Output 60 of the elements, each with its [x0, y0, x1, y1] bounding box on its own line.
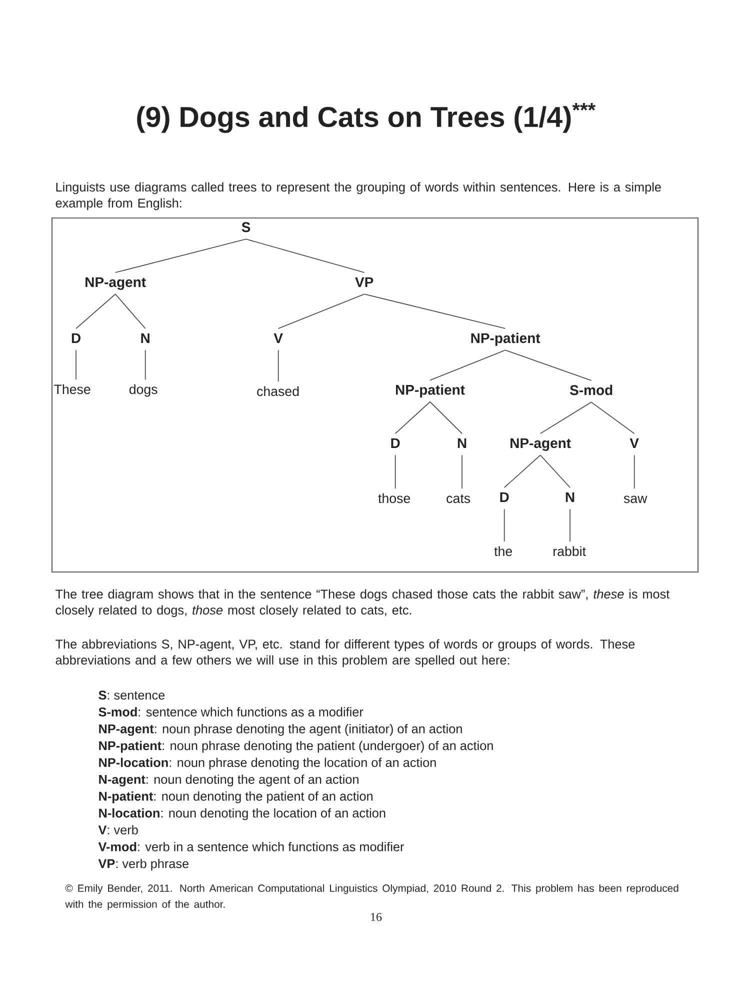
category-label: D	[72, 333, 80, 343]
category-label: NP-patient	[396, 384, 465, 398]
definition-item: V: verb	[98, 825, 138, 834]
tree-branch	[394, 454, 396, 489]
tree-branch	[278, 350, 279, 382]
category-label: NP-patient	[471, 332, 540, 346]
category-label: NP-agent	[510, 438, 571, 451]
word-label: cats	[446, 494, 470, 504]
word-label: saw	[624, 496, 648, 504]
definition-item: NP-location: noun phrase denoting the location of an action	[99, 758, 436, 770]
tree-branch	[540, 454, 570, 488]
tree-branch	[430, 350, 506, 381]
category-label: N	[458, 438, 466, 448]
tree-branch	[114, 238, 246, 273]
word-label: chased	[257, 386, 299, 396]
paragraph: The tree diagram shows that in the sentence “These dogs chased those cats the rabbit saw”, these is most closely related to dogs, those most closely related to cats, etc.	[56, 589, 670, 618]
tree-branch	[246, 238, 365, 273]
tree-branch	[540, 402, 592, 434]
definition-item: N-patient: noun denoting the patient of an action	[99, 791, 372, 804]
definition-item: V-mod: verb in a sentence which functions as modifier	[98, 842, 404, 852]
tree-frame	[51, 217, 699, 573]
definition-item: NP-patient: noun phrase denoting the patient (undergoer) of an action	[99, 740, 493, 753]
tree-branch	[504, 350, 592, 381]
title: (9) Dogs and Cats on Trees (1/4)$^{***}$	[137, 103, 596, 133]
word-label: rabbit	[554, 546, 586, 556]
paragraph: Linguists use diagrams called trees to represent the grouping of words within sentences. Here is a simple example from English:	[56, 182, 661, 210]
definition-item: S: sentence	[98, 690, 165, 700]
definition-item: NP-agent: noun phrase denoting the agent (initiator) of an action	[99, 724, 462, 736]
category-label: NP-agent	[86, 277, 146, 290]
category-label: V	[274, 333, 283, 343]
word-label: the	[494, 546, 512, 556]
category-label: V	[630, 438, 639, 448]
page-number: 16	[371, 912, 382, 922]
category-label: S	[242, 222, 250, 232]
word-label: These	[54, 384, 90, 394]
category-label: VP	[355, 277, 374, 287]
tree-branch	[430, 401, 462, 434]
tree-branch	[394, 401, 430, 434]
definition-item: N-location: noun denoting the location of an action	[99, 808, 386, 820]
definition-item: VP: verb phrase	[98, 858, 189, 871]
word-label: dogs	[129, 384, 158, 397]
tree-branch	[364, 294, 506, 329]
copyright-note: © Emily Bender, 2011. North American Computational Linguistics Olympiad, 2010 Round 2. This problem has been reproduced with the permission of the author.	[65, 884, 678, 910]
tree-branch	[144, 350, 146, 380]
word-label: those	[378, 493, 410, 504]
tree-branch	[590, 402, 635, 434]
tree-branch	[114, 294, 146, 329]
tree-branch	[504, 454, 541, 488]
tree-branch	[504, 508, 505, 542]
tree-branch	[634, 454, 635, 489]
tree-branch	[278, 294, 365, 329]
category-label: D	[391, 438, 400, 448]
definition-item: N-agent: noun denoting the agent of an action	[99, 774, 358, 786]
category-label: S-mod	[570, 384, 612, 396]
tree-branch	[76, 294, 116, 329]
definition-item: S-mod: sentence which functions as a modifier	[98, 707, 364, 716]
paragraph: The abbreviations S, NP-agent, VP, etc. stand for different types of words or groups of words. These abbreviations and a few others we will use in this problem are spelled out here:	[56, 639, 635, 668]
category-label: N	[141, 333, 150, 343]
category-label: D	[500, 492, 509, 502]
category-label: N	[566, 492, 574, 502]
